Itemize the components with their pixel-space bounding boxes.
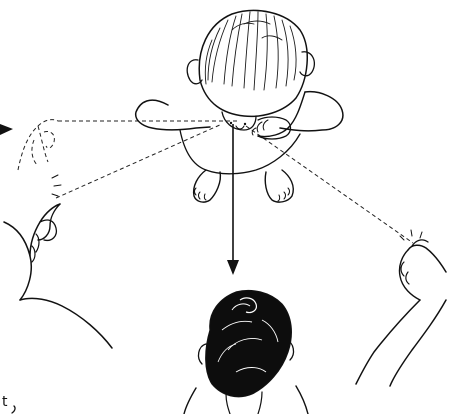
cropped-text-fragment: t: [2, 394, 8, 410]
seated-child-feet: [194, 170, 294, 202]
down-arrow-icon: [227, 124, 239, 275]
seated-child-top-view: [136, 11, 343, 203]
left-arrow-icon: [0, 124, 13, 135]
seated-child-hair: [205, 12, 296, 90]
snap-marks-right: [400, 230, 422, 240]
snap-marks-left: [52, 175, 61, 196]
child-below-head: [184, 291, 308, 415]
sound-direction-lines: [56, 121, 413, 243]
dashed-line-right-diagonal: [246, 126, 413, 243]
left-arm-snapping-hand: [4, 204, 112, 348]
small-mark: [12, 406, 15, 413]
dashed-line-left-diagonal: [56, 124, 222, 198]
child-below-hair: [206, 291, 292, 397]
right-arm-snapping-hand: [356, 240, 446, 386]
ghost-hand-outline: [18, 120, 58, 170]
